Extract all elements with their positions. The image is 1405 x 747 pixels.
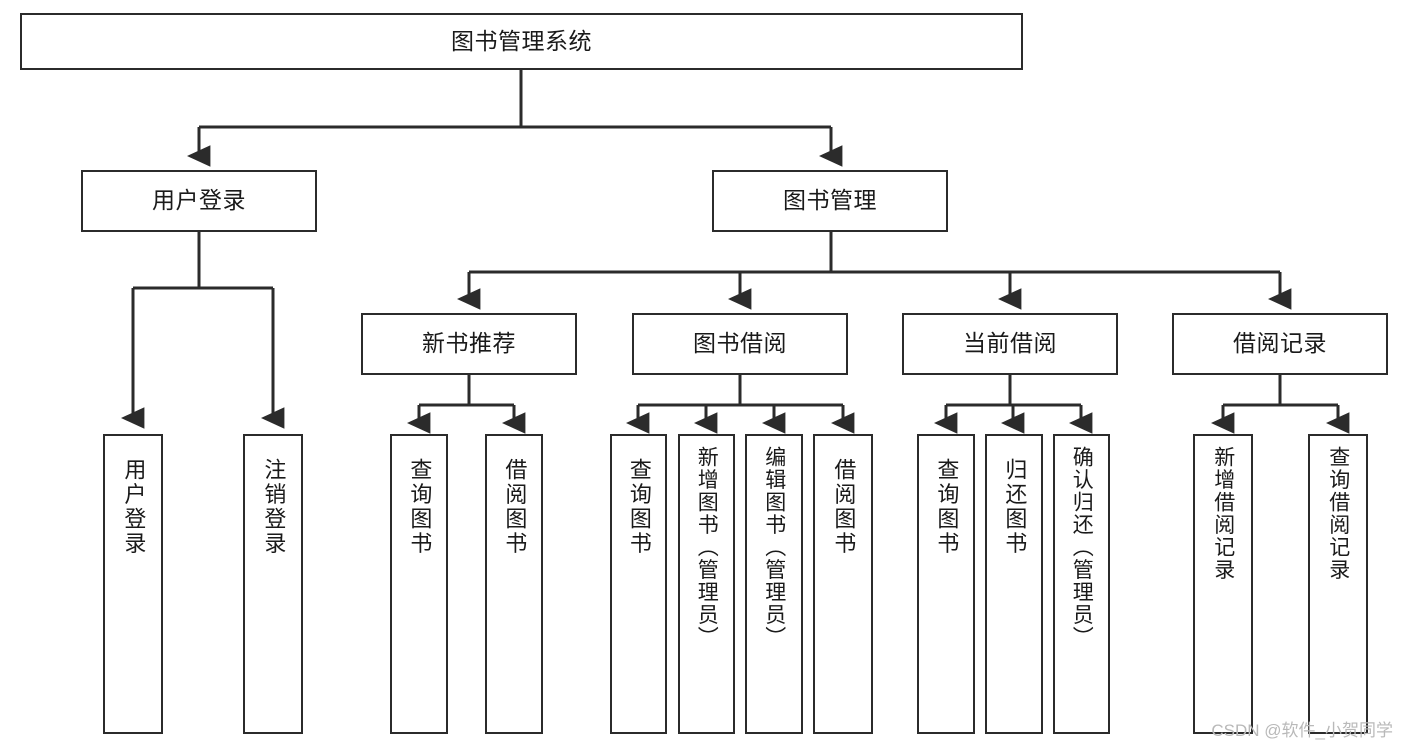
node-label: 查询图书 bbox=[934, 458, 960, 556]
node-label: 用户登录 bbox=[152, 187, 246, 214]
node-label: 图书管理系统 bbox=[451, 27, 592, 54]
node-root-library-system[interactable]: 图书管理系统 bbox=[20, 13, 1023, 70]
node-leaf-query-borrow-record[interactable]: 查询借阅记录 bbox=[1308, 434, 1368, 734]
node-label: 新增图书（管理员） bbox=[695, 446, 719, 649]
node-borrow-records[interactable]: 借阅记录 bbox=[1172, 313, 1388, 375]
node-label: 当前借阅 bbox=[963, 330, 1057, 357]
node-label: 借阅图书 bbox=[831, 458, 857, 556]
node-leaf-borrow-book-recommend[interactable]: 借阅图书 bbox=[485, 434, 543, 734]
node-leaf-logout[interactable]: 注销登录 bbox=[243, 434, 303, 734]
node-label: 新增借阅记录 bbox=[1211, 446, 1235, 581]
node-label: 借阅记录 bbox=[1233, 330, 1327, 357]
node-book-borrow[interactable]: 图书借阅 bbox=[632, 313, 848, 375]
node-label: 查询借阅记录 bbox=[1326, 446, 1350, 581]
node-label: 借阅图书 bbox=[502, 458, 528, 556]
csdn-watermark: CSDN @软件_小贺同学 bbox=[1211, 721, 1393, 740]
node-new-book-recommend[interactable]: 新书推荐 bbox=[361, 313, 577, 375]
node-current-borrow[interactable]: 当前借阅 bbox=[902, 313, 1118, 375]
node-label: 注销登录 bbox=[261, 458, 287, 556]
node-label: 用户登录 bbox=[121, 458, 147, 556]
node-user-login[interactable]: 用户登录 bbox=[81, 170, 317, 232]
node-label: 图书借阅 bbox=[693, 330, 787, 357]
node-leaf-borrow-book[interactable]: 借阅图书 bbox=[813, 434, 873, 734]
node-leaf-edit-book-admin[interactable]: 编辑图书（管理员） bbox=[745, 434, 803, 734]
node-label: 归还图书 bbox=[1002, 458, 1028, 556]
node-label: 图书管理 bbox=[783, 187, 877, 214]
node-label: 查询图书 bbox=[407, 458, 433, 556]
node-leaf-query-book-recommend[interactable]: 查询图书 bbox=[390, 434, 448, 734]
node-label: 查询图书 bbox=[626, 458, 652, 556]
node-leaf-return-book[interactable]: 归还图书 bbox=[985, 434, 1043, 734]
node-label: 新书推荐 bbox=[422, 330, 516, 357]
node-leaf-query-book-borrow[interactable]: 查询图书 bbox=[610, 434, 667, 734]
node-leaf-user-login[interactable]: 用户登录 bbox=[103, 434, 163, 734]
node-leaf-confirm-return-admin[interactable]: 确认归还（管理员） bbox=[1053, 434, 1110, 734]
node-leaf-add-book-admin[interactable]: 新增图书（管理员） bbox=[678, 434, 735, 734]
node-label: 确认归还（管理员） bbox=[1070, 446, 1094, 649]
node-label: 编辑图书（管理员） bbox=[762, 446, 786, 649]
node-leaf-query-book-current[interactable]: 查询图书 bbox=[917, 434, 975, 734]
node-leaf-add-borrow-record[interactable]: 新增借阅记录 bbox=[1193, 434, 1253, 734]
node-book-management[interactable]: 图书管理 bbox=[712, 170, 948, 232]
